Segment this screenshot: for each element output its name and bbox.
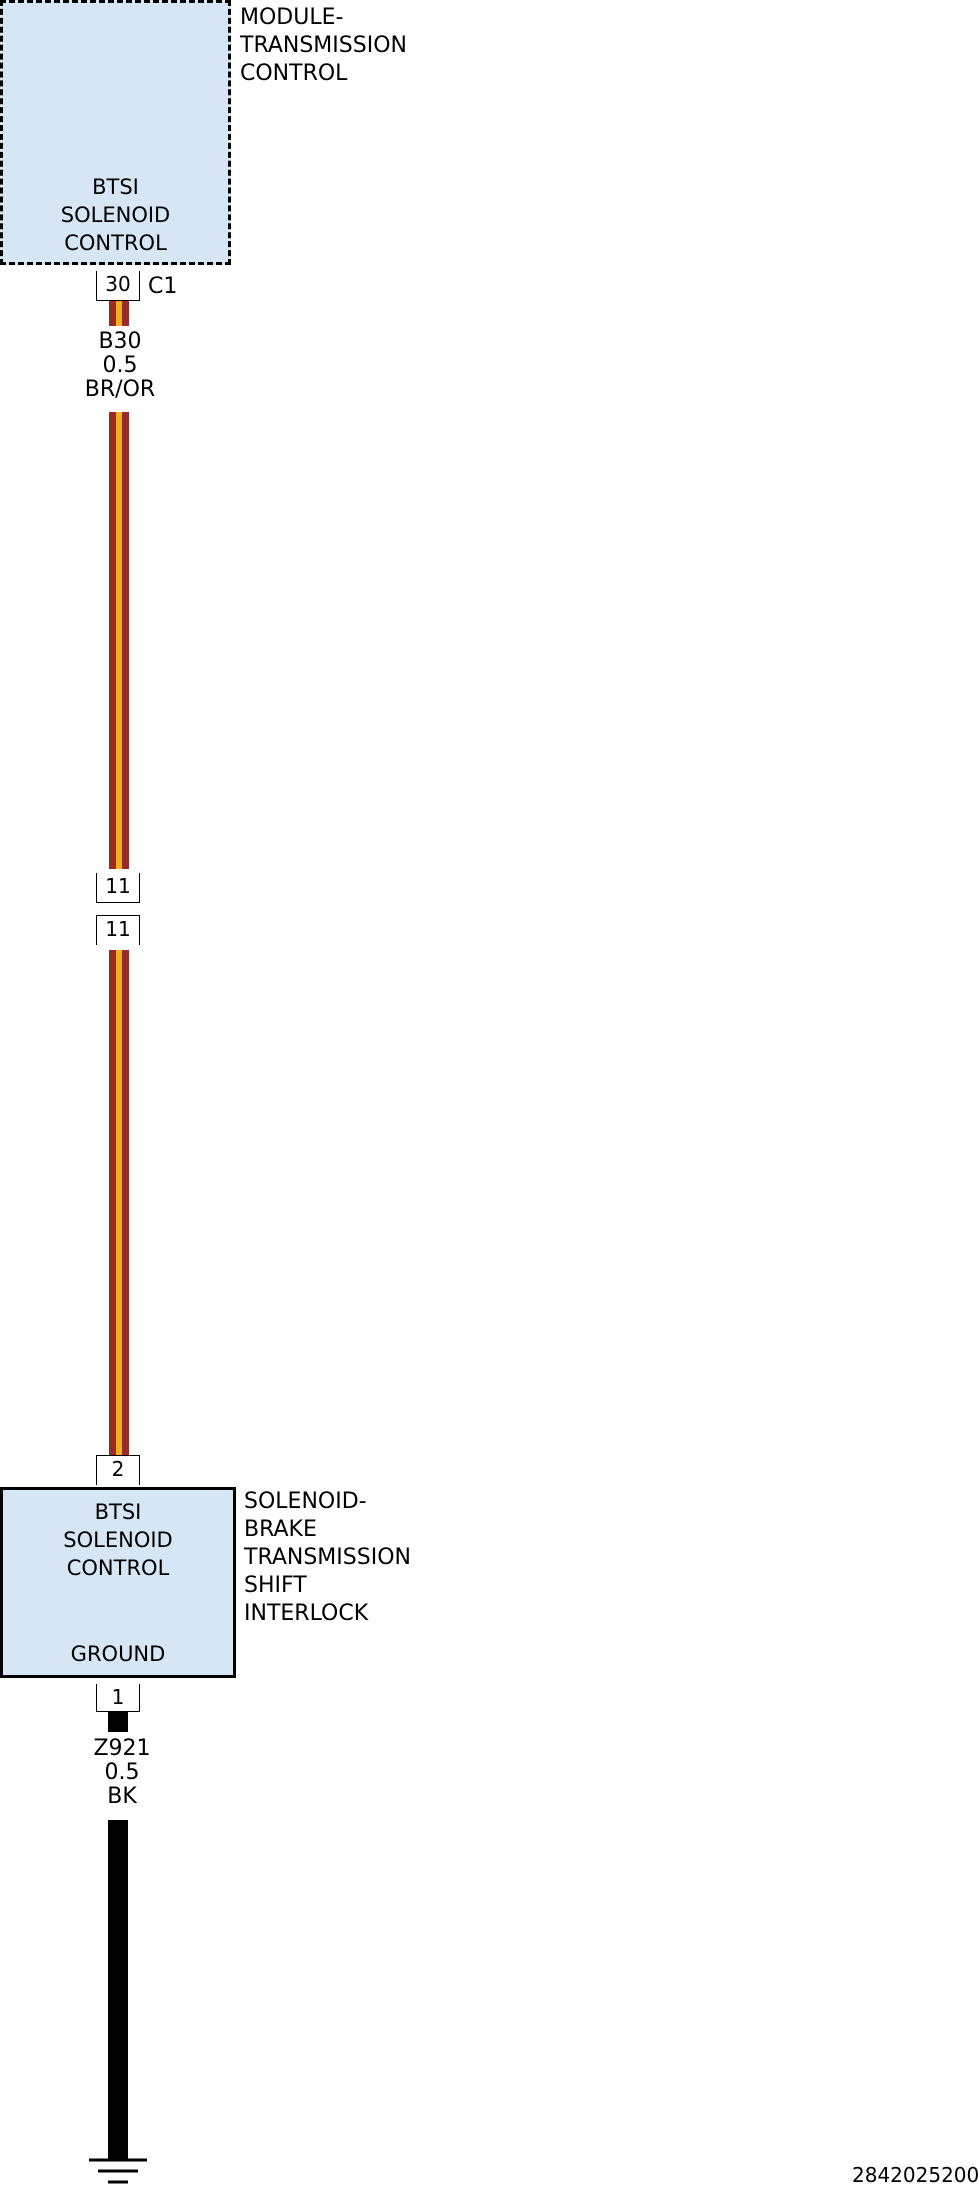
module-circuit-line: CONTROL bbox=[64, 231, 167, 255]
upper-wire-label: B30 0.5 BR/OR bbox=[60, 330, 180, 402]
inline-connector-pin-male: 11 bbox=[96, 873, 140, 903]
solenoid-circuit-line: BTSI bbox=[94, 1500, 142, 1524]
brake-transmission-shift-interlock-solenoid: BTSI SOLENOID CONTROL GROUND bbox=[0, 1487, 236, 1678]
solenoid-name-label: SOLENOID- BRAKE TRANSMISSION SHIFT INTER… bbox=[244, 1488, 411, 1628]
solenoid-circuit-label: BTSI SOLENOID CONTROL bbox=[3, 1498, 233, 1582]
wire-color-code: BR/OR bbox=[84, 377, 156, 402]
diagram-id: 2842025200 bbox=[852, 2163, 978, 2187]
ground-icon bbox=[89, 2158, 147, 2184]
inline-connector-pin-female: 11 bbox=[96, 915, 140, 945]
module-circuit-label: BTSI SOLENOID CONTROL bbox=[3, 173, 228, 257]
wire-br-or-lower bbox=[109, 950, 129, 1455]
solenoid-circuit-line: CONTROL bbox=[66, 1556, 170, 1580]
wire-circuit-id: Z921 bbox=[93, 1736, 151, 1761]
wire-color-code: BK bbox=[107, 1784, 137, 1809]
module-circuit-line: BTSI bbox=[92, 175, 139, 199]
module-circuit-line: SOLENOID bbox=[60, 203, 171, 227]
wire-gauge: 0.5 bbox=[104, 1760, 140, 1785]
solenoid-name-line: BRAKE bbox=[244, 1517, 317, 1542]
module-name-label: MODULE- TRANSMISSION CONTROL bbox=[240, 4, 407, 88]
ground-wire-label: Z921 0.5 BK bbox=[60, 1737, 184, 1809]
wire-bk bbox=[108, 1820, 128, 2160]
wire-br-or-stub bbox=[109, 301, 129, 326]
module-connector-label: C1 bbox=[148, 274, 178, 299]
module-name-line: CONTROL bbox=[240, 61, 348, 86]
solenoid-ground-label: GROUND bbox=[70, 1642, 166, 1666]
solenoid-pin-2: 2 bbox=[96, 1455, 140, 1485]
solenoid-name-line: SOLENOID- bbox=[244, 1489, 367, 1514]
solenoid-name-line: SHIFT bbox=[244, 1573, 307, 1598]
solenoid-circuit-line: SOLENOID bbox=[63, 1528, 173, 1552]
solenoid-pin-1: 1 bbox=[96, 1684, 140, 1712]
solenoid-name-line: TRANSMISSION bbox=[244, 1545, 411, 1570]
module-name-line: TRANSMISSION bbox=[240, 33, 407, 58]
wire-bk-stub bbox=[108, 1712, 128, 1732]
solenoid-name-line: INTERLOCK bbox=[244, 1601, 369, 1626]
wire-gauge: 0.5 bbox=[102, 353, 138, 378]
module-pin-30: 30 bbox=[96, 271, 140, 301]
transmission-control-module: BTSI SOLENOID CONTROL bbox=[0, 0, 231, 265]
module-name-line: MODULE- bbox=[240, 5, 344, 30]
wire-circuit-id: B30 bbox=[98, 329, 142, 354]
wire-br-or-upper bbox=[109, 412, 129, 869]
